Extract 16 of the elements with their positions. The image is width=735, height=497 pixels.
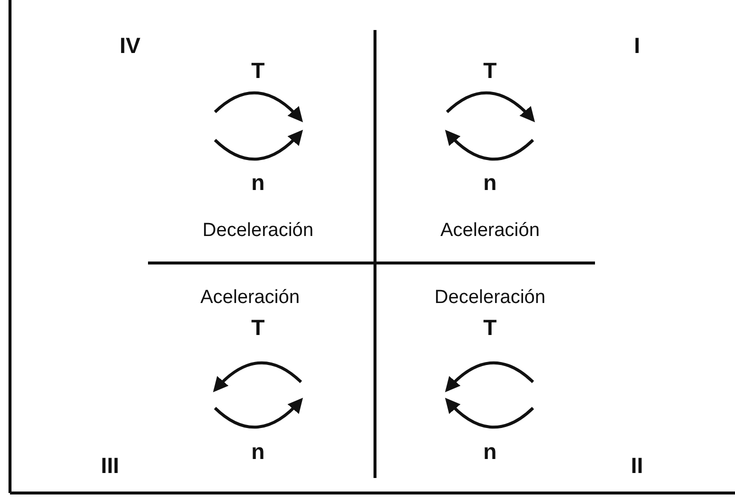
speed-symbol: n	[251, 170, 265, 196]
torque-symbol: T	[251, 58, 265, 84]
torque-symbol: T	[483, 58, 497, 84]
quadrant-caption: Aceleración	[440, 220, 540, 242]
quadrant-numeral: III	[100, 453, 120, 479]
quadrant-caption: Aceleración	[200, 287, 300, 309]
torque-symbol: T	[483, 315, 497, 341]
quadrant-numeral: II	[630, 453, 644, 479]
quadrant-numeral: I	[634, 33, 640, 59]
quadrant-caption: Deceleración	[434, 287, 546, 309]
speed-symbol: n	[251, 439, 265, 465]
torque-symbol: T	[251, 315, 265, 341]
quadrant-caption: Deceleración	[202, 220, 314, 242]
speed-symbol: n	[483, 170, 497, 196]
speed-symbol: n	[483, 439, 497, 465]
quadrant-numeral: IV	[120, 33, 140, 59]
